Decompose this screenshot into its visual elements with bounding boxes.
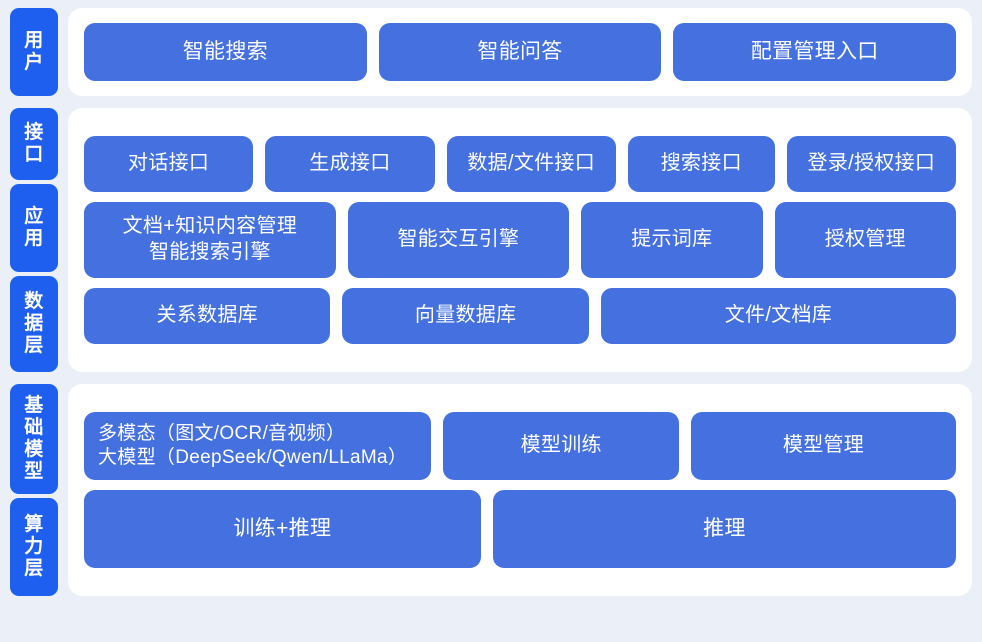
box-inference[interactable]: 推理: [492, 490, 956, 568]
rail-label-char: 应: [24, 205, 44, 227]
box-authorization-management[interactable]: 授权管理: [774, 202, 956, 278]
row-data-layer: 关系数据库 向量数据库 文件/文档库: [84, 288, 956, 344]
box-vector-database[interactable]: 向量数据库: [342, 288, 589, 344]
box-relational-database[interactable]: 关系数据库: [84, 288, 331, 344]
rail-label-char: 力: [24, 535, 44, 557]
box-smart-search[interactable]: 智能搜索: [84, 23, 367, 81]
box-file-document-store[interactable]: 文件/文档库: [600, 288, 956, 344]
row-foundation-model: 多模态（图文/OCR/音视频） 大模型（DeepSeek/Qwen/LLaMa）…: [84, 412, 956, 480]
box-search-interface[interactable]: 搜索接口: [627, 136, 775, 192]
section-infrastructure: 基 础 模 型 算 力 层 多模态（图文/OCR/音视频） 大模型（DeepSe…: [10, 384, 972, 596]
rail-label-foundation-model: 基 础 模 型: [10, 384, 58, 494]
card-infrastructure: 多模态（图文/OCR/音视频） 大模型（DeepSeek/Qwen/LLaMa）…: [68, 384, 972, 596]
rail-label-application: 应 用: [10, 184, 58, 272]
box-login-auth-interface[interactable]: 登录/授权接口: [786, 136, 957, 192]
rail-label-char: 层: [24, 335, 44, 357]
box-smart-qa[interactable]: 智能问答: [378, 23, 662, 81]
rail-label-char: 口: [24, 144, 44, 165]
row-user: 智能搜索 智能问答 配置管理入口: [84, 23, 957, 81]
card-platform: 对话接口 生成接口 数据/文件接口 搜索接口 登录/授权接口 文档+知识内容管理…: [68, 108, 972, 372]
rail-label-char: 数: [24, 290, 44, 312]
box-model-management[interactable]: 模型管理: [691, 412, 956, 480]
rail-user: 用 户: [10, 8, 58, 96]
rail-label-char: 接: [24, 121, 44, 143]
box-prompt-library[interactable]: 提示词库: [581, 202, 763, 278]
rail-label-char: 模: [24, 439, 44, 460]
box-generation-interface[interactable]: 生成接口: [265, 136, 435, 192]
rail-label-char: 础: [24, 416, 44, 438]
row-application: 文档+知识内容管理 智能搜索引擎 智能交互引擎 提示词库 授权管理: [84, 202, 956, 278]
rail-label-char: 据: [24, 312, 44, 334]
box-training-inference[interactable]: 训练+推理: [84, 490, 481, 568]
rail-label-char: 算: [24, 513, 44, 535]
card-user: 智能搜索 智能问答 配置管理入口: [68, 8, 972, 96]
section-user: 用 户 智能搜索 智能问答 配置管理入口: [10, 8, 972, 96]
row-interface: 对话接口 生成接口 数据/文件接口 搜索接口 登录/授权接口: [84, 136, 957, 192]
rail-label-char: 型: [24, 461, 44, 483]
box-config-management-entry[interactable]: 配置管理入口: [673, 23, 957, 81]
rail-label-char: 用: [24, 29, 44, 51]
rail-infrastructure: 基 础 模 型 算 力 层: [10, 384, 58, 596]
section-platform: 接 口 应 用 数 据 层 对话接口 生成接口 数据/文件接口 搜索接口 登录/…: [10, 108, 972, 372]
box-dialog-interface[interactable]: 对话接口: [84, 136, 254, 192]
row-compute-layer: 训练+推理 推理: [84, 490, 956, 568]
rail-label-compute-layer: 算 力 层: [10, 498, 58, 596]
rail-platform: 接 口 应 用 数 据 层: [10, 108, 58, 372]
rail-label-user: 用 户: [10, 8, 58, 96]
rail-label-char: 户: [24, 52, 44, 73]
box-data-file-interface[interactable]: 数据/文件接口: [446, 136, 616, 192]
box-model-training[interactable]: 模型训练: [443, 412, 679, 480]
rail-label-char: 层: [24, 558, 44, 580]
box-doc-knowledge-management[interactable]: 文档+知识内容管理 智能搜索引擎: [84, 202, 336, 278]
rail-label-interface: 接 口: [10, 108, 58, 180]
rail-label-data-layer: 数 据 层: [10, 276, 58, 372]
box-smart-interaction-engine[interactable]: 智能交互引擎: [347, 202, 570, 278]
rail-label-char: 用: [24, 228, 44, 249]
box-multimodal-large-model[interactable]: 多模态（图文/OCR/音视频） 大模型（DeepSeek/Qwen/LLaMa）: [84, 412, 432, 480]
rail-label-char: 基: [24, 394, 44, 416]
